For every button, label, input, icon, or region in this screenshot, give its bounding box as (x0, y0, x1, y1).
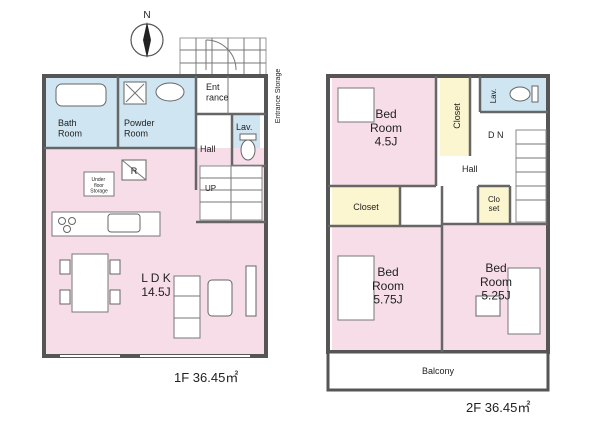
closet-2-area (332, 186, 400, 226)
bed-icon-1 (337, 87, 375, 123)
tv-board-icon (245, 265, 257, 317)
bed-icon-2 (337, 255, 375, 321)
sofa-icon (173, 275, 201, 339)
refrigerator-label: R (131, 166, 138, 176)
chair-icon (59, 259, 71, 275)
balcony-label: Balcony (422, 366, 455, 376)
toilet-icon-2f (509, 86, 531, 102)
entrance-area (196, 76, 228, 114)
closet-2-label: Closet (353, 202, 379, 212)
balcony-area (326, 350, 550, 392)
closet-1-label: Closet (452, 103, 462, 129)
closet-3-area (478, 186, 510, 224)
stairs-2f (515, 129, 547, 223)
entrance-door-swing (205, 39, 237, 71)
stove-burner-icon (58, 217, 66, 225)
entrance-storage-label: Entrance Storage (275, 69, 282, 124)
desk-icon (475, 295, 501, 317)
floor-2-caption: 2F 36.45㎡ (466, 400, 530, 415)
entrance-porch-tiles (179, 37, 267, 77)
bathtub-icon (55, 83, 107, 107)
hall-label-1f: Hall (200, 144, 216, 154)
closet-1-area (440, 76, 470, 156)
stairs-1f (199, 165, 263, 221)
compass-north-label: N (143, 10, 150, 21)
compass-needle-icon (143, 22, 151, 58)
up-label: UP (205, 184, 216, 193)
coffee-table (207, 279, 233, 317)
hall-label-2f: Hall (462, 164, 478, 174)
lav-label-1f: Lav. (236, 122, 252, 132)
kitchen-sink-icon (107, 213, 141, 233)
underfloor-storage (83, 171, 115, 197)
floor-1-caption: 1F 36.45㎡ (174, 370, 238, 385)
dn-label: D N (488, 130, 504, 140)
compass: N (130, 10, 164, 58)
lav-label-2f: Lav. (489, 89, 498, 104)
washbasin-icon (155, 82, 185, 102)
toilet-icon-1f (240, 139, 256, 161)
bed-icon-3 (507, 267, 541, 335)
dining-table (71, 253, 109, 313)
floor-1-exterior-wall (42, 74, 268, 358)
